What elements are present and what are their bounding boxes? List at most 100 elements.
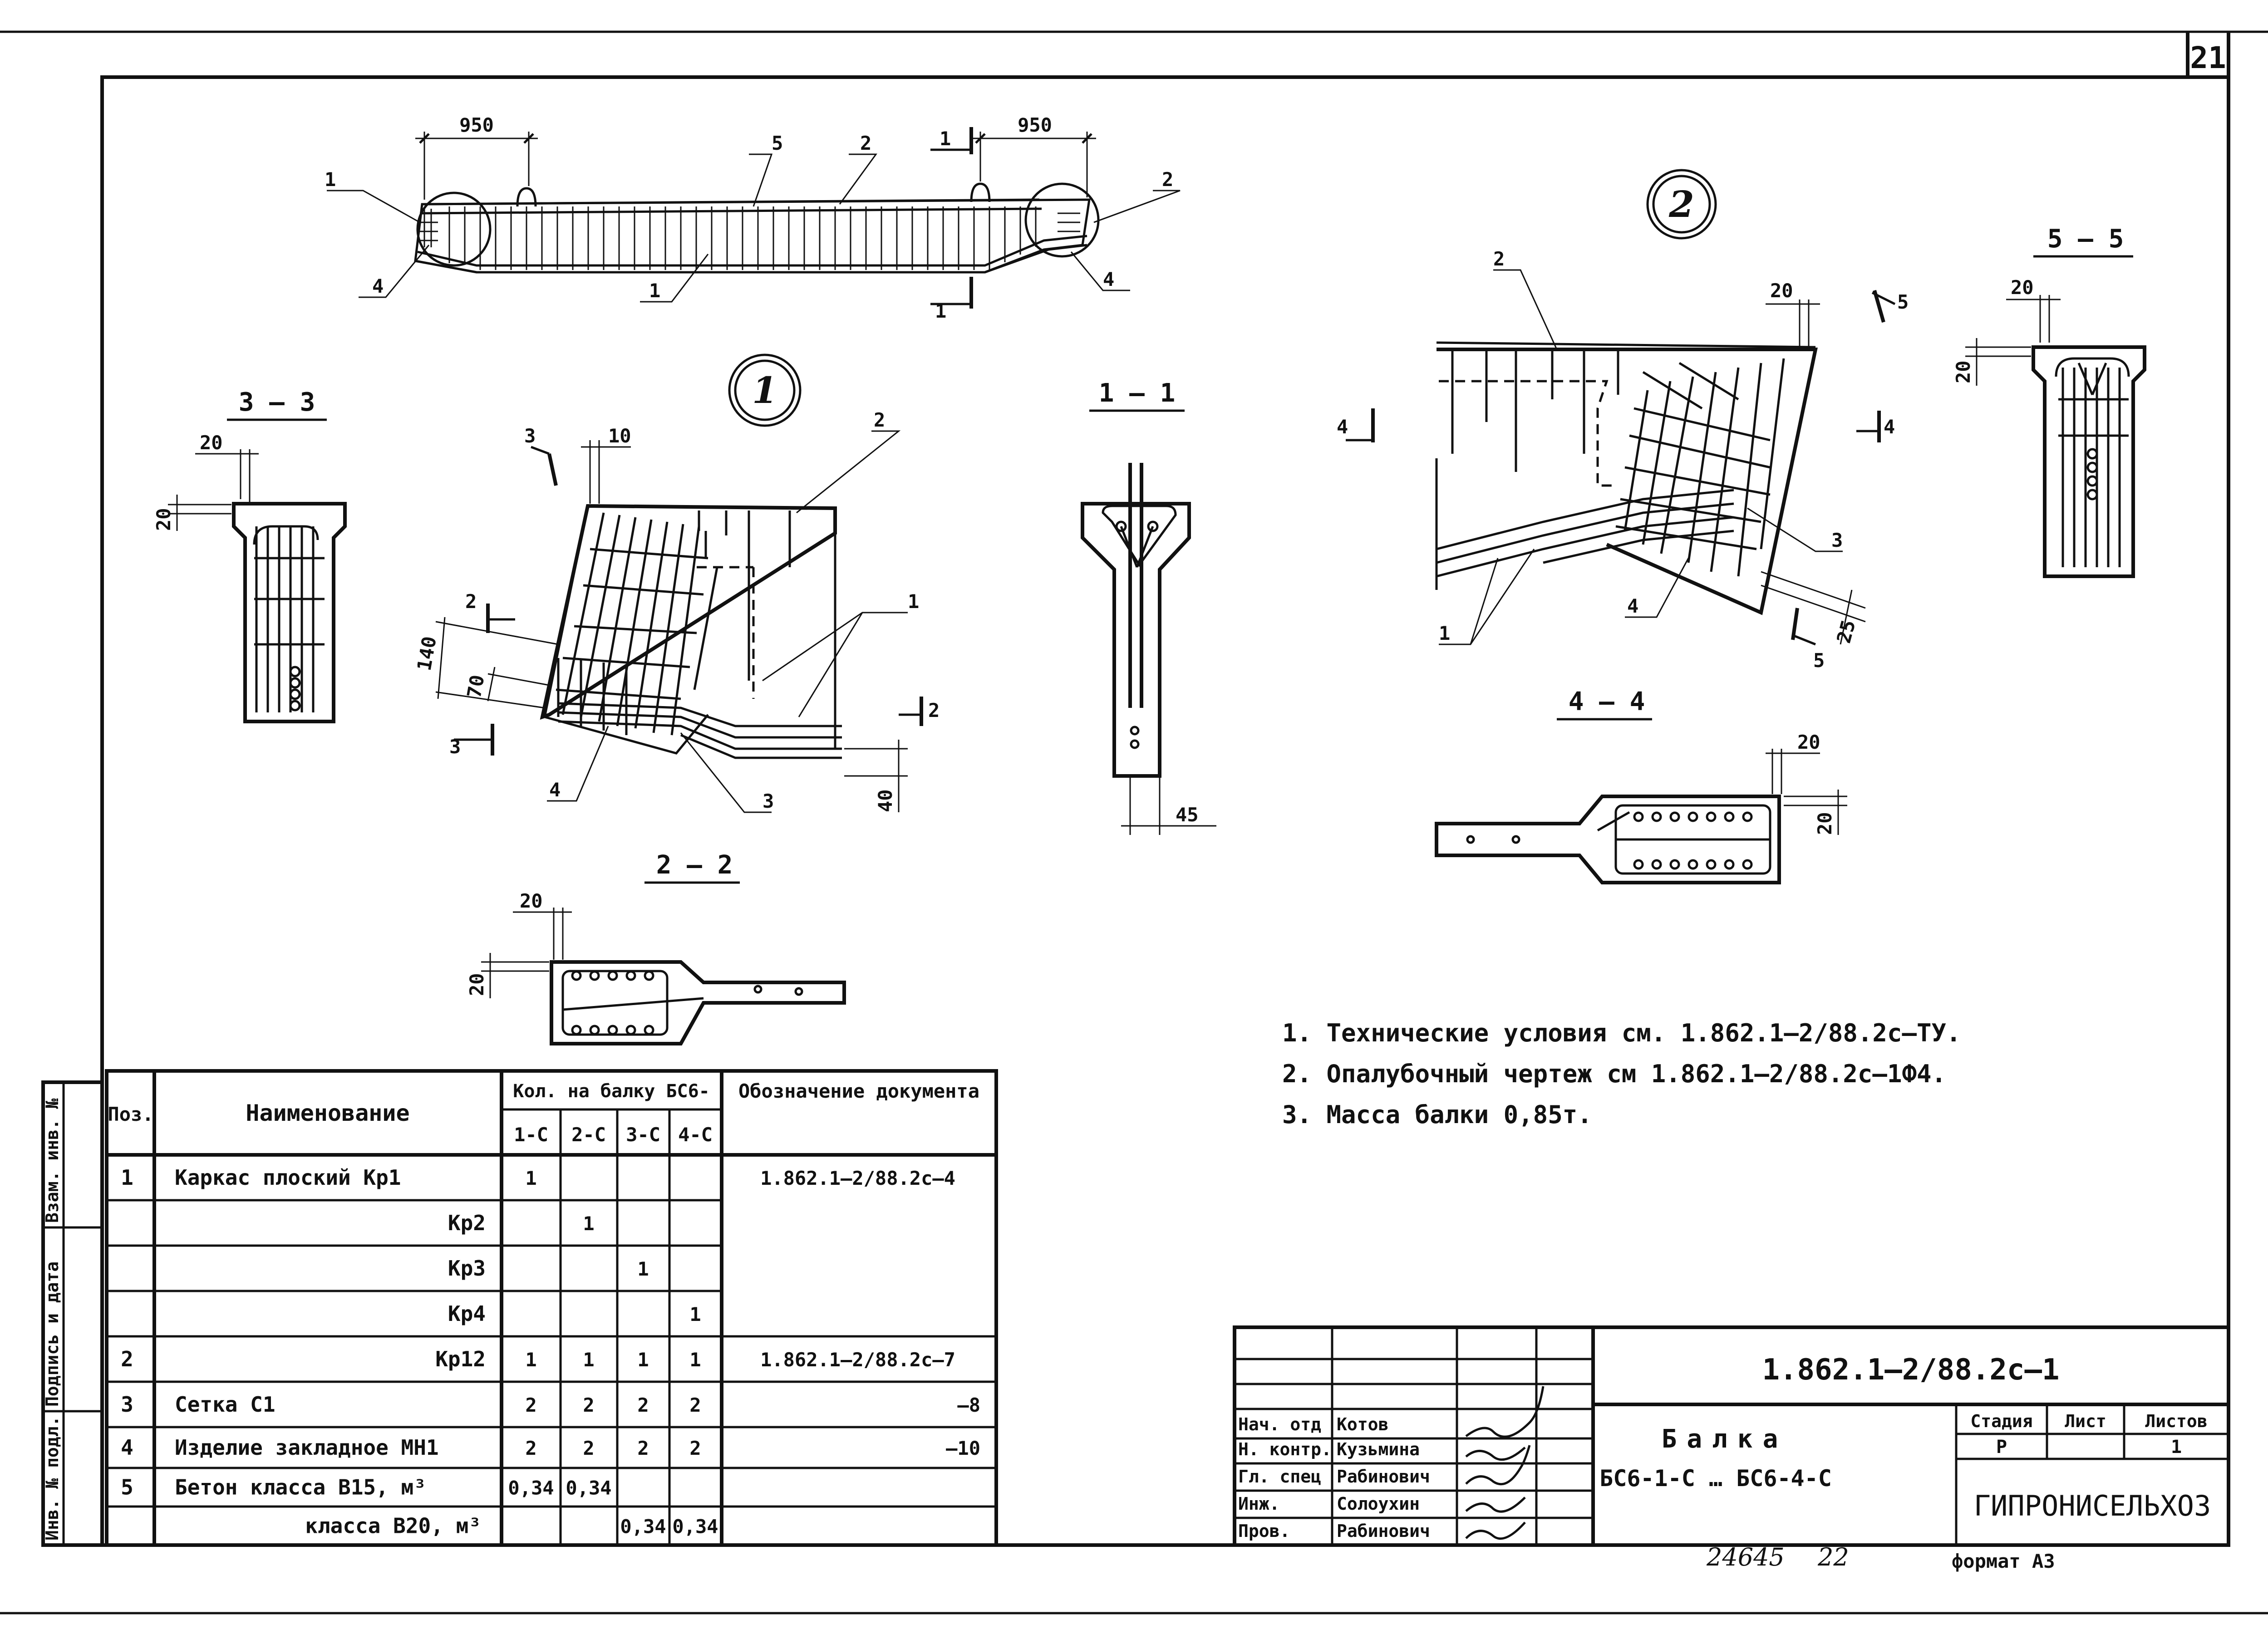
section-1-1: 1 – 1 45 xyxy=(1081,378,1216,835)
margin-stamp-sign: Подпись и дата xyxy=(42,1261,62,1407)
detail-1-callout-3: 3 xyxy=(763,790,774,812)
spec-cell-qty: 1 xyxy=(689,1303,701,1325)
detail-1-callout-4: 4 xyxy=(549,779,561,801)
archive-page: 22 xyxy=(1817,1543,1849,1571)
spec-cell-qty: 0,34 xyxy=(566,1477,611,1499)
signer-name: Котов xyxy=(1337,1414,1388,1434)
spec-cell-name: Сетка С1 xyxy=(175,1392,276,1417)
spec-cell-qty: 2 xyxy=(583,1394,594,1416)
detail-2-callout-3: 3 xyxy=(1831,529,1843,551)
margin-stamp-replace: Взам. инв. № xyxy=(42,1098,62,1223)
title-org: ГИПРОНИСЕЛЬХОЗ xyxy=(1974,1489,2211,1522)
cut-1-bottom: 1 xyxy=(935,300,946,322)
spec-cell-name: Бетон класса В15, м³ xyxy=(175,1475,426,1500)
spec-cell-name: Кр12 xyxy=(435,1347,486,1371)
signer-role: Н. контр. xyxy=(1238,1439,1332,1459)
spec-cell-qty: 2 xyxy=(637,1437,649,1459)
spec-cell-qty: 1 xyxy=(637,1349,649,1371)
spec-header-q2: 2-С xyxy=(571,1124,606,1146)
note-3: 3. Масса балки 0,85т. xyxy=(1282,1100,1592,1129)
spec-cell-doc: –8 xyxy=(957,1394,980,1416)
archive-number: 24645 xyxy=(1706,1543,1785,1571)
margin-stamp-inv: Инв. № подл. xyxy=(42,1416,62,1541)
section-3-3-label: 3 – 3 xyxy=(239,388,315,417)
dim-20-4-4-v: 20 xyxy=(1814,812,1836,835)
spec-cell-qty: 2 xyxy=(637,1394,649,1416)
spec-cell-name: Кр2 xyxy=(448,1211,486,1235)
title-sheets: 1 xyxy=(2171,1437,2182,1458)
detail-1-number: 1 xyxy=(752,369,777,412)
dim-25: 25 xyxy=(1832,618,1860,646)
drawing-frame xyxy=(100,75,2230,1547)
spec-cell-qty: 2 xyxy=(525,1394,536,1416)
dim-70: 70 xyxy=(463,673,489,699)
spec-header-pos: Поз. xyxy=(108,1103,153,1125)
spec-cell-name: Изделие закладное МН1 xyxy=(175,1435,439,1460)
section-3-3: 3 – 3 20 20 xyxy=(153,388,347,723)
cut-4-left: 4 xyxy=(1337,416,1348,438)
callout-2-right: 2 xyxy=(1162,168,1173,191)
spec-cell-pos: 3 xyxy=(121,1392,133,1417)
spec-cell-qty: 1 xyxy=(583,1212,594,1235)
spec-header-doc: Обозначение документа xyxy=(738,1080,979,1102)
cut-5-bottom: 5 xyxy=(1813,649,1825,672)
section-2-2-label: 2 – 2 xyxy=(656,850,733,880)
dim-10: 10 xyxy=(608,425,631,447)
spec-cell-doc: 1.862.1–2/88.2с–4 xyxy=(760,1167,955,1189)
callout-5-top: 5 xyxy=(772,132,783,154)
detail-1-callout-1: 1 xyxy=(908,590,919,613)
title-sheets-label: Листов xyxy=(2145,1411,2207,1431)
detail-2: 2 xyxy=(1337,169,1909,672)
spec-cell-qty: 0,34 xyxy=(620,1516,666,1538)
callout-4-right: 4 xyxy=(1103,268,1114,290)
spec-cell-qty: 0,34 xyxy=(508,1477,554,1499)
dim-40: 40 xyxy=(874,789,896,812)
dim-20-3-3-v: 20 xyxy=(153,508,175,531)
section-5-5-label: 5 – 5 xyxy=(2047,224,2124,254)
title-designation: 1.862.1–2/88.2с–1 xyxy=(1762,1353,2059,1387)
spec-cell-qty: 2 xyxy=(689,1394,701,1416)
spec-header-q4: 4-С xyxy=(678,1124,713,1146)
title-stage: Р xyxy=(1996,1437,2007,1458)
section-5-5: 5 – 5 20 20 xyxy=(1952,224,2146,578)
spec-cell-qty: 1 xyxy=(583,1349,594,1371)
detail-2-callout-1: 1 xyxy=(1439,622,1450,644)
dim-20-5-5: 20 xyxy=(2011,276,2034,299)
detail-circle-left xyxy=(416,191,492,267)
dim-45: 45 xyxy=(1176,804,1199,826)
spec-cell-pos: 1 xyxy=(121,1165,133,1190)
cut-5-top: 5 xyxy=(1897,291,1909,313)
spec-header-q3: 3-С xyxy=(626,1124,660,1146)
signer-name: Рабинович xyxy=(1337,1467,1430,1487)
section-4-4-label: 4 – 4 xyxy=(1569,687,1645,717)
spec-cell-qty: 0,34 xyxy=(672,1516,718,1538)
general-notes: 1. Технические условия см. 1.862.1–2/88.… xyxy=(1282,1019,1961,1129)
callout-1-bottom: 1 xyxy=(649,280,660,302)
sheet-number-box: 21 xyxy=(2186,32,2230,79)
callout-2-top: 2 xyxy=(860,132,871,154)
spec-header-name: Наименование xyxy=(246,1100,409,1126)
note-1: 1. Технические условия см. 1.862.1–2/88.… xyxy=(1282,1019,1961,1047)
dim-950-left: 950 xyxy=(459,114,494,136)
signer-role: Инж. xyxy=(1238,1494,1280,1514)
spec-cell-doc: 1.862.1–2/88.2с–7 xyxy=(760,1349,955,1371)
section-1-1-label: 1 – 1 xyxy=(1099,378,1176,408)
detail-2-callout-4: 4 xyxy=(1627,595,1638,617)
margin-stamp: Инв. № подл. Подпись и дата Взам. инв. № xyxy=(41,1080,104,1547)
signer-name: Рабинович xyxy=(1337,1521,1430,1541)
spec-cell-name: Каркас плоский Кр1 xyxy=(175,1165,401,1190)
dim-20-2-2-v: 20 xyxy=(466,973,488,996)
cut-4-right: 4 xyxy=(1884,416,1895,438)
spec-cell-qty: 2 xyxy=(689,1437,701,1459)
sheet-number: 21 xyxy=(2190,40,2226,75)
spec-cell-qty: 1 xyxy=(689,1349,701,1371)
callout-1-top: 1 xyxy=(325,168,336,191)
beam-overview: 950 950 1 4 1 5 2 2 4 1 1 xyxy=(325,114,1181,322)
title-sheet-label: Лист xyxy=(2065,1411,2106,1431)
spec-cell-name: класса В20, м³ xyxy=(305,1514,481,1538)
section-4-4: 4 – 4 20 20 xyxy=(1435,687,1847,884)
dim-20-2-2: 20 xyxy=(520,890,543,912)
spec-cell-qty: 1 xyxy=(525,1349,536,1371)
cut-2-left: 2 xyxy=(465,590,477,613)
